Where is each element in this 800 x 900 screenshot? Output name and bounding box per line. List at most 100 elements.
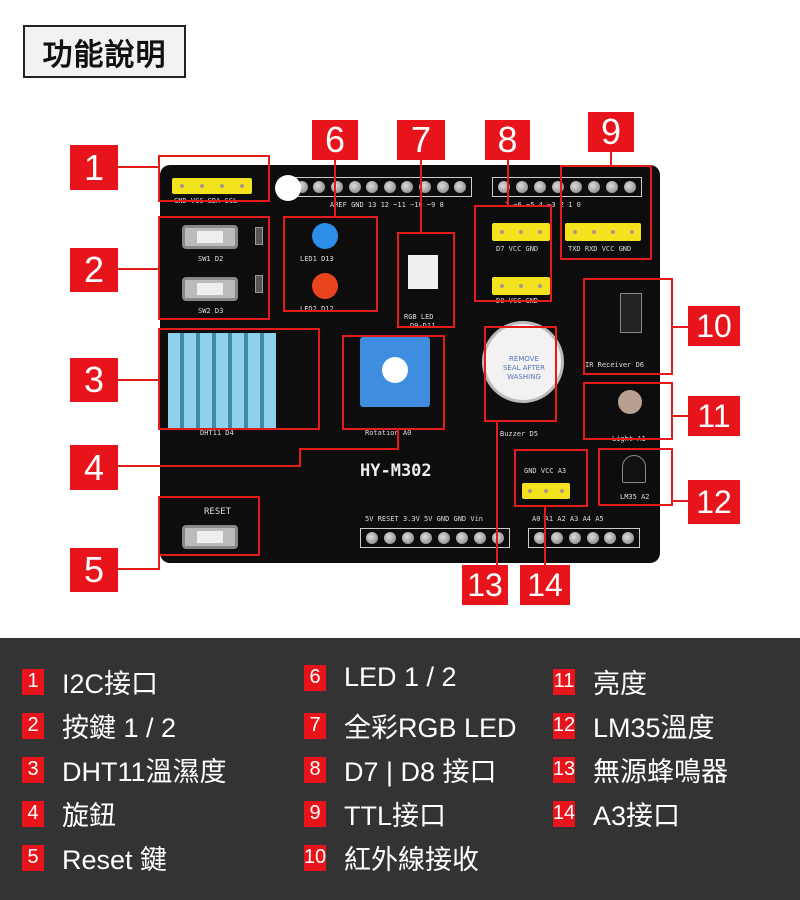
digital-pin-labels-high: AREF GND 13 12 ~11 ~10 ~9 8	[330, 201, 444, 209]
legend-text: 無源蜂鳴器	[593, 757, 728, 787]
callout-label-13: 13	[462, 565, 508, 605]
sw1-label: SW1 D2	[198, 255, 224, 263]
a3-pin-labels: GND VCC A3	[524, 467, 567, 475]
legend-text: 全彩RGB LED	[344, 713, 517, 743]
analog-pin-labels: A0 A1 A2 A3 A4 A5	[532, 515, 604, 523]
page-title: 功能說明	[23, 25, 186, 78]
ir-label: IR Receiver D6	[585, 361, 645, 369]
legend-item: 13 無源蜂鳴器	[553, 750, 728, 789]
legend-number: 12	[553, 712, 575, 739]
legend-number: 3	[22, 756, 44, 783]
callout-label-14: 14	[520, 565, 570, 605]
legend-item: 6 LED 1 / 2	[304, 662, 457, 693]
photoresistor	[618, 390, 642, 414]
callout-box-3	[158, 328, 320, 430]
ir-receiver	[620, 293, 642, 333]
legend-number: 4	[22, 800, 44, 827]
callout-label-2: 2	[70, 248, 118, 292]
buzzer-seal-text: REMOVE SEAL AFTER WASHING	[502, 355, 546, 381]
ttl-header	[565, 223, 641, 241]
button-sw2[interactable]	[182, 277, 238, 301]
legend-number: 11	[553, 668, 575, 695]
legend-number: 5	[22, 844, 44, 871]
callout-box-13	[484, 326, 557, 422]
legend-text: Reset 鍵	[62, 845, 168, 875]
callout-label-4: 4	[70, 445, 118, 490]
lm35-sensor	[622, 455, 646, 483]
legend-number: 1	[22, 668, 44, 695]
buzzer-label: Buzzer D5	[500, 430, 538, 438]
legend-number: 9	[304, 800, 326, 827]
legend-text: LED 1 / 2	[344, 662, 457, 692]
legend-text: 亮度	[593, 669, 647, 699]
legend-text: I2C接口	[62, 669, 159, 699]
legend-text: DHT11溫濕度	[62, 757, 227, 787]
callout-label-5: 5	[70, 548, 118, 592]
legend-number: 7	[304, 712, 326, 739]
legend-number: 6	[304, 664, 326, 691]
legend-number: 2	[22, 712, 44, 739]
legend-item: 5 Reset 鍵	[22, 838, 167, 877]
legend-item: 11 亮度	[553, 662, 647, 701]
callout-label-7: 7	[397, 119, 445, 160]
legend-item: 9 TTL接口	[304, 794, 446, 833]
dht11-sensor	[168, 333, 276, 428]
legend-item: 3 DHT11溫濕度	[22, 750, 227, 789]
d7-pin-labels: D7 VCC GND	[496, 245, 539, 253]
board-model-label: HY-M302	[360, 461, 432, 481]
legend-number: 10	[304, 844, 326, 871]
rotation-label: Rotation A0	[365, 429, 412, 437]
callout-box-11	[583, 382, 673, 440]
callout-label-3: 3	[70, 358, 118, 402]
button-sw1[interactable]	[182, 225, 238, 249]
legend-item: 10 紅外線接收	[304, 838, 479, 877]
reset-label: RESET	[204, 507, 232, 517]
callout-label-11: 11	[688, 396, 740, 436]
rgb-label: RGB LED	[404, 313, 434, 321]
rgb-led	[408, 255, 438, 289]
callout-box-2	[158, 216, 270, 320]
led2-red	[312, 273, 338, 299]
power-header	[360, 528, 510, 548]
lm35-label: LM35 A2	[620, 493, 650, 501]
legend-text: TTL接口	[344, 801, 447, 831]
legend-text: D7 | D8 接口	[344, 757, 497, 787]
callout-box-9	[560, 165, 652, 260]
callout-box-1	[158, 155, 270, 202]
callout-box-5	[158, 496, 260, 556]
callout-box-8	[474, 205, 552, 302]
callout-box-10	[583, 278, 673, 375]
potentiometer[interactable]	[360, 337, 430, 407]
callout-label-6: 6	[312, 119, 358, 160]
legend-text: 按鍵 1 / 2	[62, 713, 177, 743]
legend-text: 旋鈕	[62, 801, 116, 831]
legend-item: 7 全彩RGB LED	[304, 706, 517, 745]
callout-label-8: 8	[485, 119, 530, 160]
legend-number: 8	[304, 756, 326, 783]
dht11-label: DHT11 D4	[200, 429, 234, 437]
legend-item: 1 I2C接口	[22, 662, 158, 701]
callout-box-6	[283, 216, 378, 312]
power-pin-labels: 5V RESET 3.3V 5V GND GND Vin	[365, 515, 484, 523]
callout-label-12: 12	[688, 480, 740, 524]
reset-button[interactable]	[182, 525, 238, 549]
callout-box-14	[514, 449, 588, 507]
led1-label: LED1 D13	[300, 255, 334, 263]
legend-item: 4 旋鈕	[22, 794, 116, 833]
legend-item: 8 D7 | D8 接口	[304, 750, 497, 789]
legend-number: 13	[553, 756, 575, 783]
callout-box-4	[342, 335, 445, 430]
a3-header	[522, 483, 570, 499]
mounting-hole	[275, 175, 301, 201]
legend-text: A3接口	[593, 801, 681, 831]
legend-text: 紅外線接收	[344, 845, 479, 875]
led2-label: LED2 D12	[300, 305, 334, 313]
callout-box-7	[397, 232, 455, 328]
ttl-pin-labels: TXD RXD VCC GND	[568, 245, 632, 253]
legend-number: 14	[553, 800, 575, 827]
sw2-label: SW2 D3	[198, 307, 224, 315]
callout-label-1: 1	[70, 145, 118, 190]
digital-header-high	[290, 177, 472, 197]
